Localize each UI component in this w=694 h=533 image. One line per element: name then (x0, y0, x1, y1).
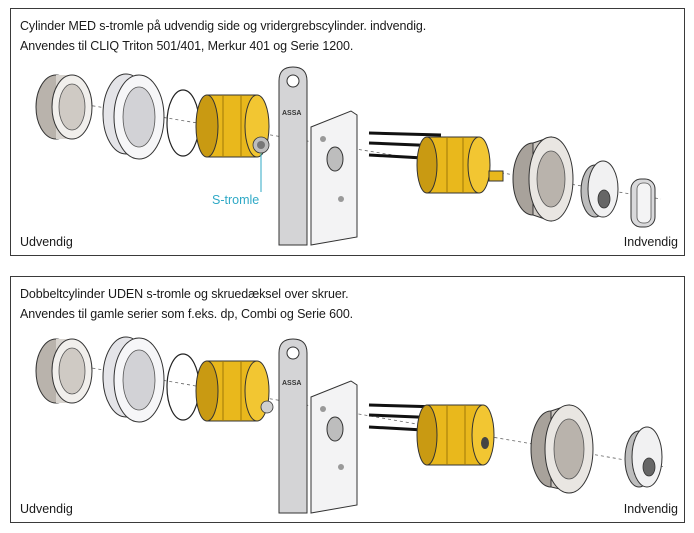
chrome-cover-ring (102, 73, 165, 160)
brass-cylinder-outer (195, 94, 270, 158)
thumbturn-knob (630, 178, 656, 228)
brass-cylinder-inner (416, 136, 504, 194)
inner-rosette (624, 426, 663, 488)
lock-faceplate: ASSA (278, 338, 308, 514)
exploded-cylinder-diagram: ASSA (35, 336, 667, 514)
outside-label: Udvendig (20, 502, 73, 516)
retaining-ring (166, 89, 200, 157)
inside-label: Indvendig (623, 235, 678, 249)
outer-steel-ring (35, 338, 93, 404)
brass-cylinder-outer (195, 360, 274, 422)
panel-subtitle: Anvendes til CLIQ Triton 501/401, Merkur… (20, 39, 354, 53)
plate-logo: ASSA (282, 380, 301, 387)
plate-logo: ASSA (282, 110, 301, 117)
inner-rosette (580, 160, 619, 218)
outside-label: Udvendig (20, 235, 73, 249)
outer-steel-ring (35, 74, 93, 140)
lock-faceplate: ASSA (278, 66, 308, 246)
lock-body (310, 110, 358, 246)
inner-escutcheon (512, 136, 574, 222)
panel-title: Cylinder MED s-tromle på udvendig side o… (20, 19, 427, 33)
inner-escutcheon (530, 404, 594, 494)
retaining-ring (166, 353, 200, 421)
brass-cylinder-inner (416, 404, 495, 466)
panel-title: Dobbeltcylinder UDEN s-tromle og skruedæ… (20, 287, 349, 301)
chrome-cover-ring (102, 336, 165, 423)
panel-with-s-tromle: Cylinder MED s-tromle på udvendig side o… (10, 8, 685, 256)
panel-without-s-tromle: Dobbeltcylinder UDEN s-tromle og skruedæ… (10, 276, 685, 523)
panel-subtitle: Anvendes til gamle serier som f.eks. dp,… (20, 307, 354, 321)
s-tromle-callout-label: S-tromle (212, 193, 260, 207)
lock-body (310, 380, 358, 514)
exploded-cylinder-diagram: ASSA (35, 66, 662, 246)
inside-label: Indvendig (623, 502, 678, 516)
